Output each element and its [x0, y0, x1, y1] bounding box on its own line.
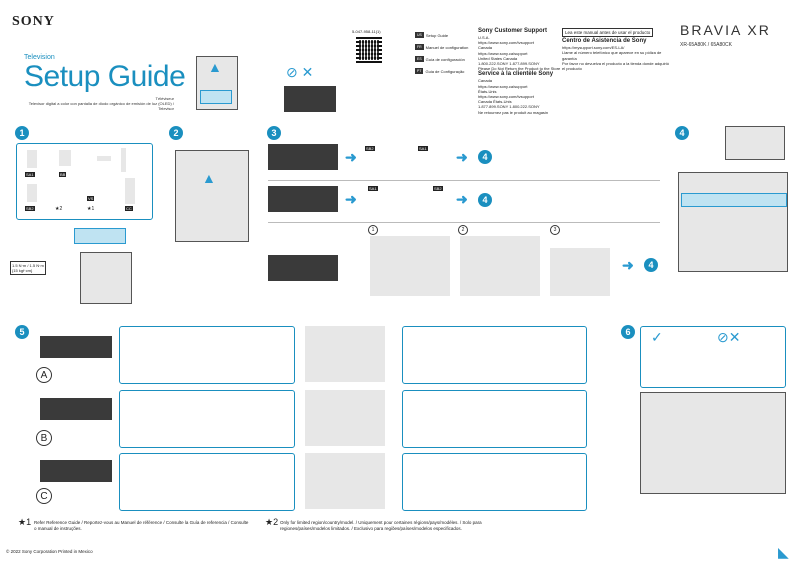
option-c-tv-back: [305, 453, 385, 509]
option-a-steps-2: [402, 326, 587, 384]
substep-3: 3: [550, 225, 560, 235]
tv-center-illustration: [268, 255, 338, 281]
page-title: Setup Guide: [24, 60, 186, 93]
right-arrow-icon: ➜: [345, 149, 357, 165]
doc-number: 5-047-958-11(1): [352, 29, 381, 34]
torque-spec: 1.5 N·m / 1.5 N·m{15 kgf·cm}: [10, 261, 46, 275]
tv-option-a: [40, 336, 112, 358]
category-label: Television: [24, 54, 55, 61]
step-5-number: 5: [15, 325, 29, 339]
step-2-number: 2: [169, 126, 183, 140]
option-b-tv-back: [305, 390, 385, 446]
subtitle-fr: Téléviseur: [155, 96, 174, 101]
bravia-logo: BRAVIA XR: [680, 22, 771, 38]
option-a-tv-back: [305, 326, 385, 382]
right-arrow-icon: ➜: [456, 191, 468, 207]
support-us: Sony Customer Support U.S.A. https://www…: [478, 28, 561, 115]
up-arrow-icon: ▲: [208, 59, 222, 75]
substep-1: 1: [368, 225, 378, 235]
stand-attach-illustration: [460, 236, 540, 296]
sony-logo: SONY: [12, 14, 55, 29]
tv-narrow-illustration: [268, 186, 338, 212]
support-latam: Lea este manual antes de usar el product…: [562, 28, 669, 72]
subtitle-es: Televisor digital a color con pantalla d…: [28, 101, 174, 111]
handling-ok-ng: ✓ ⊘✕: [640, 326, 786, 388]
stand-attach-illustration: [370, 236, 450, 296]
step-4-number: 4: [675, 126, 689, 140]
box-illustration: [80, 252, 132, 304]
option-b-steps-2: [402, 390, 587, 448]
tv-option-c: [40, 460, 112, 482]
step-1-number: 1: [15, 126, 29, 140]
option-c-steps-1: [119, 453, 295, 511]
option-b-steps-1: [119, 390, 295, 448]
goto-step-4[interactable]: 4: [478, 150, 492, 164]
step-3-number: 3: [267, 126, 281, 140]
code-sb2: SB2: [365, 146, 375, 151]
option-a-label: A: [36, 367, 52, 383]
prohibited-icon: ⊘✕: [717, 329, 741, 345]
option-c-steps-2: [402, 453, 587, 511]
footnote-2: Only for limited region/country/model. /…: [280, 520, 482, 531]
right-arrow-icon: ➜: [456, 149, 468, 165]
recycle-icon: ◣: [778, 544, 789, 560]
code-sb2: SB2: [433, 186, 443, 191]
right-arrow-icon: ➜: [345, 191, 357, 207]
tv-wide-illustration: [268, 144, 338, 170]
substep-2: 2: [458, 225, 468, 235]
lift-tv-illustration: [678, 172, 788, 272]
warning-illustration: ⊘ ✕: [282, 64, 342, 116]
qr-code[interactable]: [356, 37, 382, 63]
option-a-steps-1: [119, 326, 295, 384]
check-icon: ✓: [651, 329, 663, 345]
footnote-1: Refer Reference Guide / Reportez-vous au…: [34, 520, 249, 531]
stand-illustration: [74, 228, 126, 244]
hero-illustration: ▲: [188, 50, 248, 115]
goto-step-4[interactable]: 4: [644, 258, 658, 272]
footnote-1-mark: ★1: [18, 517, 32, 527]
option-c-label: C: [36, 488, 52, 504]
tv-option-b: [40, 398, 112, 420]
goto-step-4[interactable]: 4: [478, 193, 492, 207]
two-person-lift-illustration: [640, 392, 786, 494]
right-arrow-icon: ➜: [622, 257, 634, 273]
option-b-label: B: [36, 430, 52, 446]
code-sa1: SA1: [418, 146, 428, 151]
step-6-number: 6: [621, 325, 635, 339]
code-sa1: SA1: [368, 186, 378, 191]
model-number: XR-65A80K / 65A80CK: [680, 42, 732, 48]
footnote-2-mark: ★2: [265, 517, 279, 527]
stand-attach-illustration: [550, 248, 610, 296]
copyright: © 2022 Sony Corporation Printed in Mexic…: [6, 549, 93, 554]
unboxing-illustration: ▲: [175, 150, 249, 242]
tilt-warning-illustration: [725, 126, 785, 160]
prohibited-icon: ⊘ ✕: [286, 64, 314, 80]
accessory-box: SA1 BB SB2 ★2 VS ★1 CC: [16, 143, 153, 220]
up-arrow-icon: ▲: [202, 170, 216, 186]
